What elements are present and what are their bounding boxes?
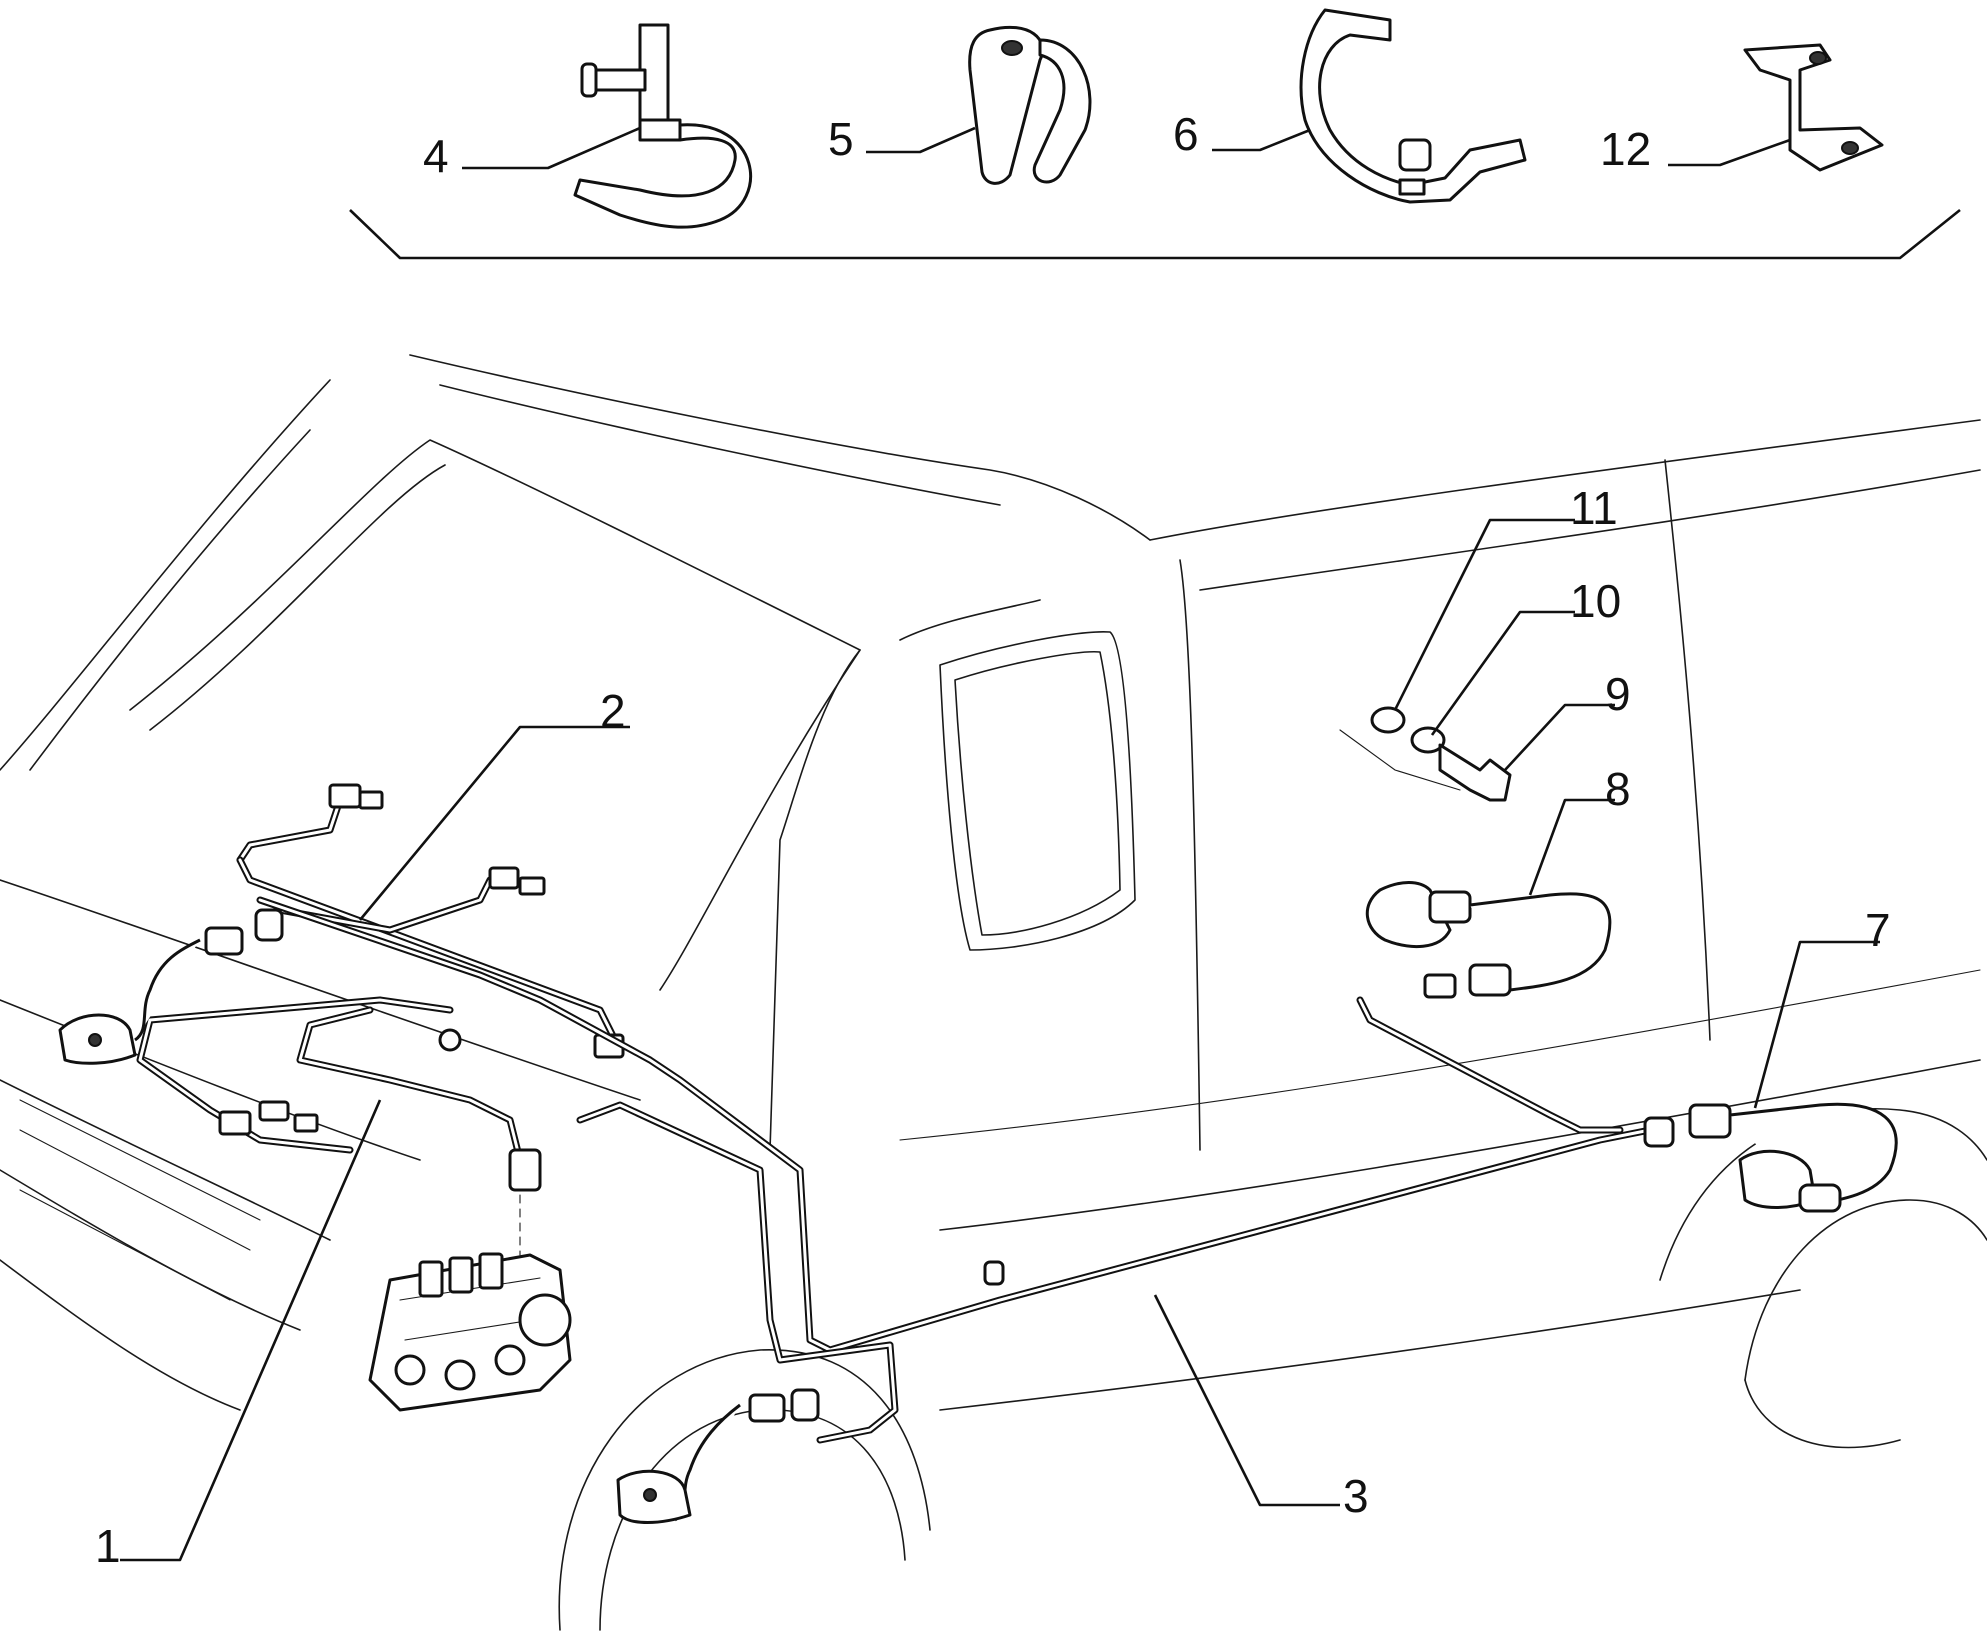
leader-7	[1753, 940, 1880, 1109]
callout-9: 9	[1605, 668, 1631, 720]
leader-2	[358, 725, 630, 921]
callout-10: 10	[1570, 575, 1621, 627]
leader-8	[1528, 798, 1615, 896]
callout-4: 4	[423, 130, 449, 182]
van-body-outline	[0, 354, 1987, 1631]
callout-3: 3	[1343, 1470, 1369, 1522]
leader-10	[1430, 610, 1575, 736]
callout-5: 5	[828, 113, 854, 165]
abs-modulator-unit	[368, 1194, 572, 1412]
wiring-harness-1	[136, 996, 542, 1192]
leader-4	[462, 126, 641, 170]
panel-bracket-line	[349, 208, 1961, 260]
wiring-harness-3	[256, 896, 1654, 1444]
callout-2: 2	[600, 685, 626, 737]
part-4-clip-with-stud	[573, 23, 753, 229]
callout-12: 12	[1600, 123, 1651, 175]
callout-1: 1	[95, 1520, 121, 1572]
wiring-harness-2	[236, 783, 625, 1059]
part-12-bracket	[1743, 43, 1884, 172]
front-right-wheel-sensor	[616, 1388, 820, 1524]
bolt-and-washers	[1339, 706, 1512, 802]
leader-9	[1504, 703, 1615, 771]
part-5-cable-tie	[968, 25, 1092, 185]
rear-left-wheel-sensor-8	[1365, 881, 1612, 999]
fittings-panel: 4 5 6 12	[349, 8, 1961, 260]
callout-6: 6	[1173, 108, 1199, 160]
leader-5	[866, 126, 976, 154]
part-6-saddle-clamp	[1299, 8, 1527, 204]
leader-11	[1393, 518, 1575, 711]
leader-6	[1212, 128, 1311, 152]
rear-right-wheel-sensor-7	[1643, 1102, 1898, 1213]
callout-11: 11	[1570, 482, 1618, 534]
callout-7: 7	[1865, 904, 1891, 956]
front-left-wheel-sensor	[58, 908, 284, 1065]
leader-1	[120, 1099, 382, 1562]
leader-3	[1153, 1294, 1340, 1507]
callout-8: 8	[1605, 763, 1631, 815]
leader-12	[1668, 138, 1791, 167]
